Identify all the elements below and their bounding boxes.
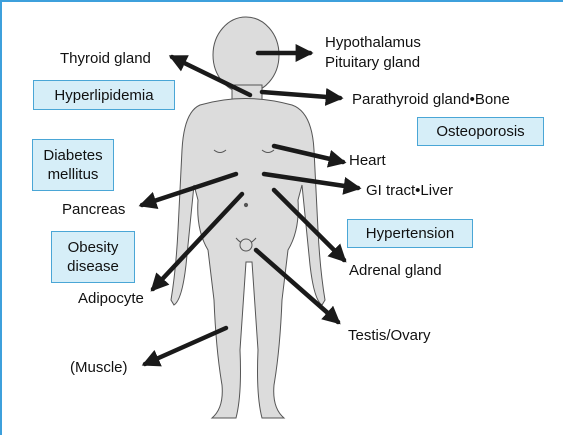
- label-thyroid-gland: Thyroid gland: [60, 49, 151, 68]
- box-osteoporosis: Osteoporosis: [417, 117, 544, 146]
- label-parathyroid-bone: Parathyroid gland•Bone: [352, 90, 510, 109]
- arrow-muscle: [145, 328, 226, 364]
- box-hypertension: Hypertension: [347, 219, 473, 248]
- box-diabetes-line2: mellitus: [43, 165, 102, 184]
- box-obesity-line2: disease: [67, 257, 119, 276]
- label-pituitary-gland: Pituitary gland: [325, 53, 420, 72]
- box-diabetes-line1: Diabetes: [43, 146, 102, 165]
- label-adipocyte: Adipocyte: [78, 289, 144, 308]
- box-obesity-disease-text: Obesity disease: [67, 238, 119, 276]
- label-muscle: (Muscle): [70, 358, 128, 377]
- box-obesity-line1: Obesity: [67, 238, 119, 257]
- label-heart: Heart: [349, 151, 386, 170]
- label-pancreas: Pancreas: [62, 200, 125, 219]
- label-testis-ovary: Testis/Ovary: [348, 326, 431, 345]
- label-adrenal-gland: Adrenal gland: [349, 261, 442, 280]
- box-hyperlipidemia-text: Hyperlipidemia: [54, 86, 153, 105]
- box-diabetes-mellitus-text: Diabetes mellitus: [43, 146, 102, 184]
- box-osteoporosis-text: Osteoporosis: [436, 122, 524, 141]
- box-obesity-disease: Obesity disease: [51, 231, 135, 283]
- box-diabetes-mellitus: Diabetes mellitus: [32, 139, 114, 191]
- box-hypertension-text: Hypertension: [366, 224, 454, 243]
- label-hypothalamus: Hypothalamus: [325, 33, 421, 52]
- label-gi-tract-liver: GI tract•Liver: [366, 181, 453, 200]
- box-hyperlipidemia: Hyperlipidemia: [33, 80, 175, 110]
- arrow-parathyroid: [262, 92, 340, 98]
